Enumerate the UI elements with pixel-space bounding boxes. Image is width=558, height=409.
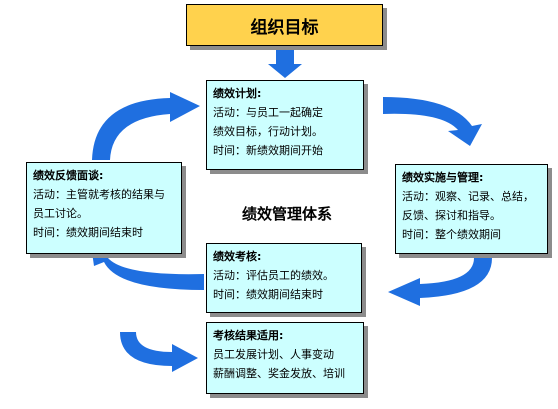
arrow-plan-to-implement	[383, 97, 482, 146]
feedback-line: 活动：主管就考核的结果与	[33, 188, 165, 201]
feedback-title: 绩效反馈面谈:	[33, 169, 104, 182]
apply-line: 员工发展计划、人事变动	[213, 348, 334, 361]
plan-line: 绩效目标，行动计划。	[213, 125, 323, 138]
assess-line: 时间：绩效期间结束时	[213, 288, 323, 301]
feedback-line: 员工讨论。	[33, 207, 88, 220]
implement-box: 绩效实施与管理: 活动：观察、记录、总结， 反馈、探讨和指导。 时间：整个绩效期…	[395, 164, 548, 254]
implement-title: 绩效实施与管理:	[402, 171, 484, 184]
feedback-line: 时间：绩效期间结束时	[33, 226, 143, 239]
apply-box: 考核结果适用: 员工发展计划、人事变动 薪酬调整、奖金发放、培训	[206, 322, 364, 394]
center-title: 绩效管理体系	[241, 205, 332, 223]
arrow-assess-to-apply	[120, 332, 198, 372]
plan-title: 绩效计划:	[213, 87, 262, 100]
apply-line: 薪酬调整、奖金发放、培训	[213, 367, 345, 380]
goal-title: 组织目标	[250, 17, 319, 38]
plan-box: 绩效计划: 活动：与员工一起确定 绩效目标，行动计划。 时间：新绩效期间开始	[206, 80, 364, 170]
implement-line: 活动：观察、记录、总结，	[402, 190, 534, 203]
arrow-assess-to-feedback	[92, 252, 204, 290]
apply-title: 考核结果适用:	[213, 329, 284, 342]
assess-line: 活动：评估员工的绩效。	[213, 269, 334, 282]
implement-line: 时间：整个绩效期间	[402, 228, 501, 241]
implement-line: 反馈、探讨和指导。	[402, 209, 501, 222]
center-label: 绩效管理体系	[222, 203, 352, 224]
feedback-box: 绩效反馈面谈: 活动：主管就考核的结果与 员工讨论。 时间：绩效期间结束时	[26, 162, 182, 254]
plan-line: 时间：新绩效期间开始	[213, 144, 323, 157]
goal-box: 组织目标	[186, 4, 383, 46]
arrow-goal-to-plan	[268, 50, 302, 78]
arrow-implement-to-assess	[388, 258, 492, 306]
assess-box: 绩效考核: 活动：评估员工的绩效。 时间：绩效期间结束时	[206, 243, 362, 313]
arrow-feedback-to-plan	[92, 92, 200, 160]
plan-line: 活动：与员工一起确定	[213, 106, 323, 119]
assess-title: 绩效考核:	[213, 250, 262, 263]
